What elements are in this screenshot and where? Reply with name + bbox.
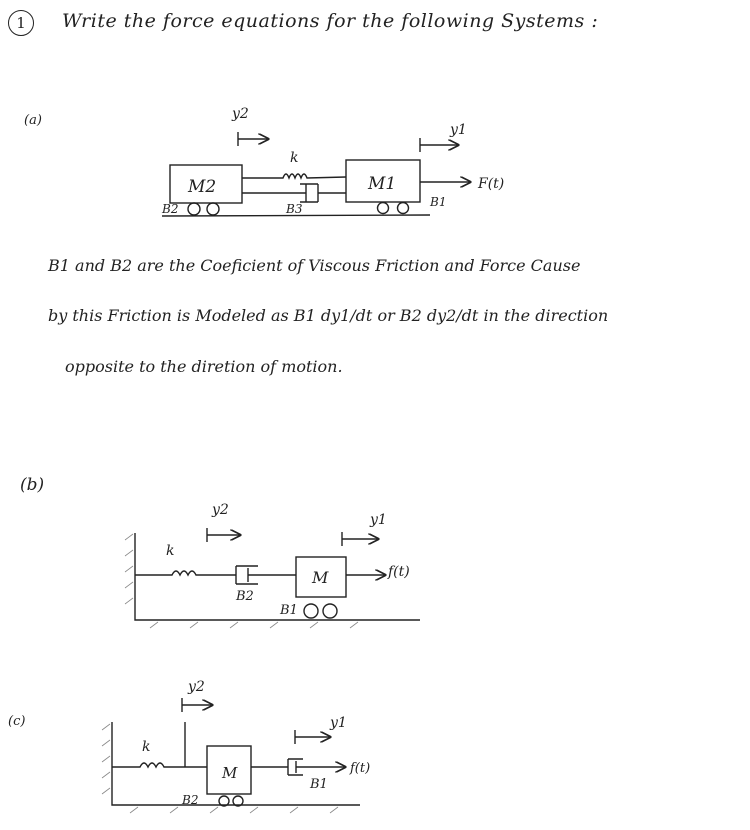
wheel-m2-left	[187, 202, 201, 216]
y2-label-c: y2	[187, 679, 205, 695]
note-line-1: B1 and B2 are the Coeficient of Viscous …	[47, 256, 580, 275]
wheel-b-left	[303, 603, 319, 619]
y1-label-a: y1	[449, 122, 467, 138]
question-title: Write the force equations for the follow…	[62, 10, 599, 32]
damper-b2-label-a: B2	[161, 202, 178, 216]
damper-b1-label-c: B1	[309, 777, 328, 792]
wall-hatch-b	[124, 533, 359, 629]
force-label-c: f(t)	[349, 761, 370, 776]
question-number: 1	[8, 10, 34, 36]
spring-k-c	[112, 762, 207, 769]
mass-m-label-c: M	[221, 764, 238, 782]
wall-c	[111, 722, 360, 806]
damper-b1-label-b: B1	[279, 603, 298, 618]
wheel-m1-right	[396, 201, 410, 215]
y2-label-a: y2	[231, 106, 249, 122]
part-b-label: (b)	[20, 475, 44, 495]
wheel-c-right	[232, 795, 244, 807]
mass-m2-block	[169, 164, 243, 204]
wheel-c-left	[218, 795, 230, 807]
y2-label-b: y2	[211, 502, 229, 518]
y1-label-b: y1	[369, 512, 387, 528]
part-c-label: (c)	[8, 714, 25, 729]
y2-arrow-c	[181, 698, 212, 712]
spring-k-a	[242, 173, 347, 180]
note-line-3: opposite to the diretion of motion.	[65, 357, 343, 376]
force-label-a: F(t)	[477, 176, 504, 192]
spring-k-b	[135, 570, 236, 577]
y2-arrow-b	[206, 528, 240, 542]
force-label-b: f(t)	[387, 564, 410, 580]
wheel-b-right	[322, 603, 338, 619]
y1-arrow-c	[294, 730, 330, 744]
wheel-m1-left	[376, 201, 390, 215]
mass-m-label-b: M	[311, 568, 329, 587]
damper-b2-b	[235, 565, 296, 585]
wheel-m2-right	[206, 202, 220, 216]
spring-k-label-b: k	[166, 543, 174, 559]
mass-m1-label: M1	[367, 174, 396, 194]
y2-arrow-a	[237, 132, 268, 146]
part-a-label: (a)	[24, 113, 42, 128]
mass-m2-label: M2	[187, 177, 216, 197]
damper-b2-label-c: B2	[181, 793, 198, 807]
ground-line-a	[161, 214, 431, 217]
part-a-diagram	[161, 132, 470, 217]
damper-b1-c	[251, 758, 312, 776]
note-line-2: by this Friction is Modeled as B1 dy1/dt…	[48, 306, 608, 325]
y1-arrow-a	[419, 138, 458, 152]
damper-b3-label-a: B3	[285, 202, 303, 216]
part-c-diagram	[101, 698, 360, 814]
mass-m-block-b	[295, 556, 347, 598]
spring-k-label-c: k	[142, 739, 150, 755]
damper-b3-a	[242, 183, 346, 203]
damper-b1-label-a: B1	[429, 195, 446, 209]
damper-b2-label-b: B2	[235, 589, 254, 604]
wall-hatch-c	[101, 723, 339, 814]
mass-m-block-c	[206, 745, 252, 795]
y1-arrow-b	[341, 532, 378, 546]
part-b-diagram	[124, 528, 420, 629]
y1-label-c: y1	[329, 715, 347, 731]
spring-k-label-a: k	[290, 150, 298, 166]
wall-b	[134, 533, 420, 621]
